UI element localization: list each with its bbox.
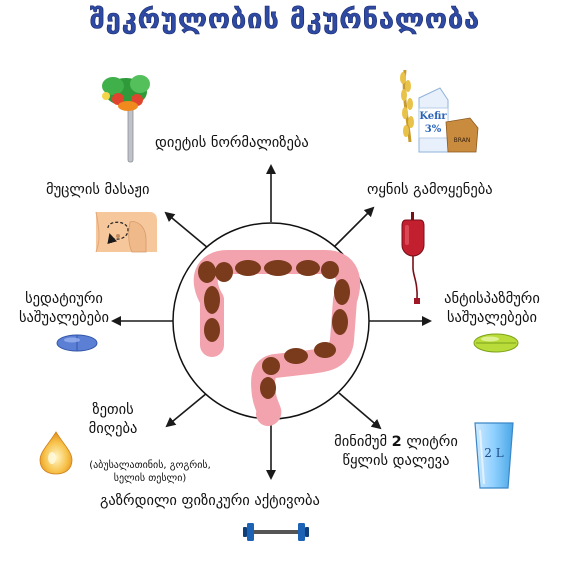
label-sedatives-line2: საშუალებები bbox=[18, 310, 110, 326]
kefir-label: Kefir bbox=[419, 111, 447, 122]
oil-drop-icon bbox=[39, 431, 73, 475]
water-glass-icon: 2 L bbox=[474, 422, 514, 489]
salad-fork-icon bbox=[102, 75, 150, 163]
label-oil-note-line1: (აბუსალათინის, გოგრის, bbox=[89, 460, 211, 471]
kefir-bran-icon: Kefir 3% BRAN bbox=[400, 69, 479, 153]
label-water-amount: 2 bbox=[391, 434, 402, 450]
arrow-upper-left bbox=[164, 211, 209, 249]
label-water-line1: მინიმუმ 2 ლიტრი bbox=[316, 433, 476, 452]
label-oil-line2: მიღება bbox=[88, 421, 138, 437]
label-oil-line1: ზეთის bbox=[92, 402, 134, 418]
label-water-liter: ლიტრი bbox=[406, 434, 458, 450]
dumbbell-icon bbox=[243, 523, 309, 541]
water-glass-label: 2 L bbox=[484, 446, 503, 460]
label-water-minimum: მინიმუმ bbox=[334, 434, 388, 450]
label-antispasm-line2: საშუალებები bbox=[446, 310, 538, 326]
label-massage: მუცლის მასაჟი bbox=[46, 182, 150, 198]
label-sedatives-line1: სედატიური bbox=[25, 291, 103, 307]
label-oil: ზეთის მიღება bbox=[68, 401, 158, 439]
label-water-line2: წყლის დალევა bbox=[342, 453, 450, 469]
arrows bbox=[111, 164, 432, 480]
kefir-percent: 3% bbox=[425, 124, 442, 135]
enema-bag-icon bbox=[401, 212, 425, 304]
bran-label: BRAN bbox=[454, 137, 471, 144]
belly-massage-icon bbox=[95, 211, 157, 253]
antispasmodic-pill-icon bbox=[473, 333, 519, 353]
label-diet: დიეტის ნორმალიზება bbox=[155, 135, 309, 151]
intestine-icon bbox=[193, 250, 361, 426]
label-oil-note-line2: სელის თესლი) bbox=[113, 473, 187, 484]
arrow-lower-right bbox=[338, 392, 382, 430]
label-activity: გაზრდილი ფიზიკური აქტივობა bbox=[100, 493, 320, 509]
label-water: მინიმუმ 2 ლიტრი წყლის დალევა bbox=[316, 433, 476, 471]
arrow-lower-left bbox=[165, 392, 208, 428]
label-sedatives: სედატიური საშუალებები bbox=[14, 290, 114, 328]
label-antispasm: ანტისპაზმური საშუალებები bbox=[432, 290, 552, 328]
sedative-pill-icon bbox=[56, 334, 98, 352]
label-oil-note: (აბუსალათინის, გოგრის, სელის თესლი) bbox=[70, 459, 230, 485]
label-kefir-use: ოყნის გამოყენება bbox=[367, 182, 493, 198]
label-antispasm-line1: ანტისპაზმური bbox=[444, 291, 540, 307]
arrow-upper-right bbox=[334, 206, 375, 247]
page-title: შეკრულობის მკურნალობა bbox=[89, 4, 481, 36]
